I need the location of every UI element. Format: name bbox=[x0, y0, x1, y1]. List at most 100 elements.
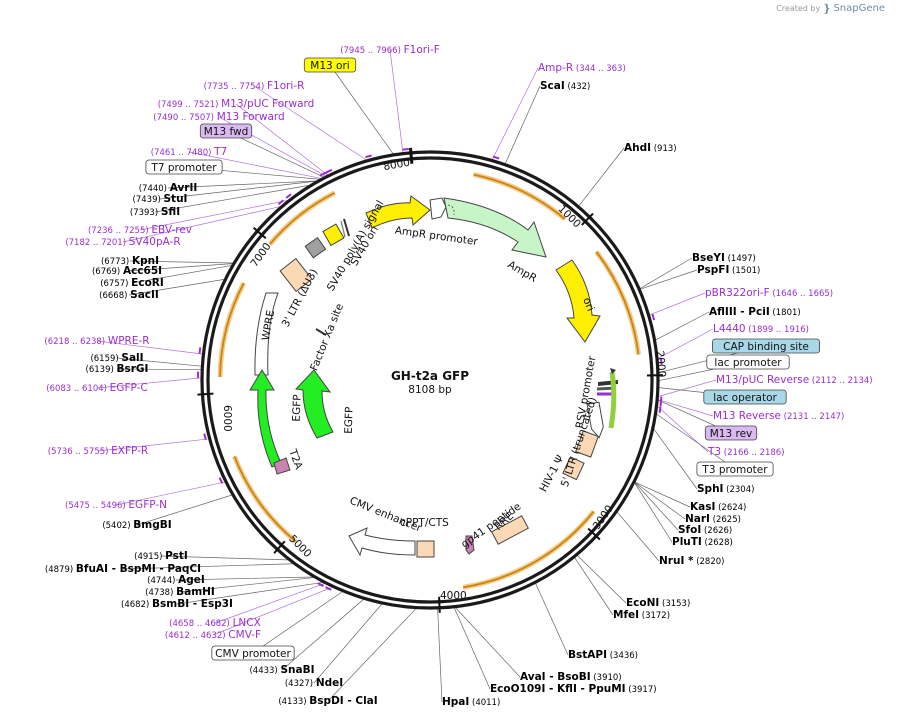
label-cmv-f[interactable]: (4612 .. 4632) CMV-F bbox=[165, 629, 261, 641]
label-egfp-n[interactable]: (5475 .. 5496) EGFP-N bbox=[65, 499, 167, 511]
label-ebv-rev[interactable]: (7236 .. 7255) EBV-rev bbox=[88, 224, 192, 236]
label-pos-m13-forward: (7490 .. 7507) bbox=[153, 113, 216, 123]
label-nari[interactable]: NarI (2625) bbox=[685, 513, 741, 525]
label-ahdi[interactable]: AhdI (913) bbox=[624, 142, 677, 154]
label-f1ori-r[interactable]: (7735 .. 7754) F1ori-R bbox=[204, 80, 305, 92]
label-name-l4440: L4440 bbox=[713, 323, 746, 335]
label-pos-psti: (4915) bbox=[134, 552, 165, 562]
label-sv40pa-r[interactable]: (7182 .. 7201) SV40pA-R bbox=[65, 236, 180, 248]
label-text-pspfi: PspFI (1501) bbox=[697, 264, 760, 276]
label-pos-pbr322ori-f: (1646 .. 1665) bbox=[770, 289, 833, 299]
label-name-f1ori-r: F1ori-R bbox=[267, 80, 304, 92]
label-snabi[interactable]: (4433) SnaBI bbox=[249, 664, 314, 676]
label-bmgbi[interactable]: (5402) BmgBI bbox=[102, 519, 171, 531]
label-pbr322ori-f[interactable]: pBR322ori-F (1646 .. 1665) bbox=[705, 287, 833, 299]
label-pspfi[interactable]: PspFI (1501) bbox=[697, 264, 760, 276]
label-econi[interactable]: EcoNI (3153) bbox=[626, 597, 690, 609]
label-mfei[interactable]: MfeI (3172) bbox=[613, 609, 670, 621]
primer-mark-exfp-r bbox=[203, 433, 207, 440]
label-m13-rev[interactable]: M13 rev bbox=[704, 425, 758, 441]
label-pos-sphi: (2304) bbox=[723, 485, 754, 495]
label-ecori[interactable]: (6757) EcoRI bbox=[100, 277, 164, 289]
label-stui[interactable]: (7439) StuI bbox=[133, 193, 188, 205]
label-m13puc-rev[interactable]: M13/pUC Reverse (2112 .. 2134) bbox=[716, 374, 873, 386]
label-lncx[interactable]: (4658 .. 4682) LNCX bbox=[169, 617, 261, 629]
leader-f1ori-r bbox=[253, 85, 367, 161]
tick-mark-6000 bbox=[197, 392, 214, 396]
label-pluti[interactable]: PluTI (2628) bbox=[672, 536, 733, 548]
label-cap-site[interactable]: CAP binding site bbox=[712, 338, 821, 354]
label-lac-promoter[interactable]: lac promoter bbox=[706, 354, 790, 370]
label-bstapi[interactable]: BstAPI (3436) bbox=[568, 649, 638, 661]
label-pos-aflIII: (1801) bbox=[770, 308, 801, 318]
label-t3-promoter[interactable]: T3 promoter bbox=[696, 461, 774, 477]
label-scai[interactable]: ScaI (432) bbox=[540, 80, 590, 92]
label-sfoi[interactable]: SfoI (2626) bbox=[678, 524, 732, 536]
label-avai[interactable]: AvaI - BsoBI (3910) bbox=[520, 671, 622, 683]
leader-bamhi bbox=[179, 577, 315, 593]
label-psti[interactable]: (4915) PstI bbox=[134, 550, 188, 562]
label-bsrgi[interactable]: (6139) BsrGI bbox=[86, 363, 149, 375]
snapgene-logo-icon: ❵ bbox=[822, 2, 832, 15]
label-text-bsmbi: (4682) BsmBI - Esp3I bbox=[121, 598, 233, 610]
leader-cmv-promoter bbox=[252, 591, 343, 654]
leader-kpni bbox=[129, 260, 234, 264]
label-l4440[interactable]: L4440 (1899 .. 1916) bbox=[713, 323, 809, 335]
label-sfii[interactable]: (7393) SfiI bbox=[130, 206, 180, 218]
label-t7-promoter-l[interactable]: T7 promoter bbox=[145, 159, 223, 175]
label-aflIII[interactable]: AflIII - PciI (1801) bbox=[709, 306, 801, 318]
label-agei[interactable]: (4744) AgeI bbox=[147, 574, 205, 586]
label-acc65i[interactable]: (6769) Acc65I bbox=[92, 265, 162, 277]
label-text-avrii: (7440) AvrII bbox=[139, 182, 198, 194]
label-m13-ori[interactable]: M13 ori bbox=[303, 57, 357, 73]
label-sphi[interactable]: SphI (2304) bbox=[697, 483, 754, 495]
label-t3[interactable]: T3 (2166 .. 2186) bbox=[707, 446, 785, 458]
label-f1ori-f[interactable]: (7945 .. 7966) F1ori-F bbox=[340, 44, 440, 56]
label-wpre-r[interactable]: (6218 .. 6238) WPRE-R bbox=[44, 335, 149, 347]
label-name-avrii: AvrII bbox=[170, 182, 198, 194]
label-m13puc-fwd[interactable]: (7499 .. 7521) M13/pUC Forward bbox=[158, 98, 315, 110]
label-name-pspfi: PspFI bbox=[697, 264, 729, 276]
label-avrii[interactable]: (7440) AvrII bbox=[139, 182, 198, 194]
plasmid-name: GH-t2a GFP bbox=[391, 369, 469, 383]
leader-bmgbi bbox=[136, 494, 233, 526]
tick-8000: 8000 bbox=[383, 157, 411, 173]
label-text-t7: (7461 .. 7480) T7 bbox=[151, 146, 228, 158]
label-box-m13-rev bbox=[704, 425, 758, 441]
label-m13-forward[interactable]: (7490 .. 7507) M13 Forward bbox=[153, 111, 284, 123]
label-bspdi[interactable]: (4133) BspDI - ClaI bbox=[278, 695, 377, 707]
label-bamhi[interactable]: (4738) BamHI bbox=[145, 586, 215, 598]
leader-mfei bbox=[574, 557, 614, 616]
primer-mark-t3 bbox=[658, 406, 662, 413]
label-sali[interactable]: (6159) SalI bbox=[90, 352, 143, 364]
label-cmv-promoter[interactable]: CMV promoter bbox=[211, 645, 295, 661]
orf-arcs bbox=[217, 172, 641, 590]
label-t7[interactable]: (7461 .. 7480) T7 bbox=[151, 146, 228, 158]
label-hpai[interactable]: HpaI (4011) bbox=[442, 696, 500, 708]
label-bseyi[interactable]: BseYI (1497) bbox=[692, 252, 756, 264]
label-exfp-r[interactable]: (5736 .. 5755) EXFP-R bbox=[48, 445, 148, 457]
leader-ebv-rev bbox=[139, 199, 289, 231]
label-kasi[interactable]: KasI (2624) bbox=[690, 501, 746, 513]
label-text-sfii: (7393) SfiI bbox=[130, 206, 180, 218]
label-text-agei: (4744) AgeI bbox=[147, 574, 205, 586]
label-kpni[interactable]: (6773) KpnI bbox=[101, 255, 159, 267]
label-bsmbi[interactable]: (4682) BsmBI - Esp3I bbox=[121, 598, 233, 610]
label-bfuai[interactable]: (4879) BfuAI - BspMI - PaqCI bbox=[45, 563, 201, 575]
label-ndei[interactable]: (4327) NdeI bbox=[285, 677, 343, 689]
label-name-amp-r: Amp-R bbox=[538, 62, 573, 74]
label-name-f1ori-f: F1ori-F bbox=[404, 44, 440, 56]
label-sacii[interactable]: (6668) SacII bbox=[99, 289, 159, 301]
label-text-f1ori-r: (7735 .. 7754) F1ori-R bbox=[204, 80, 305, 92]
leader-hpai bbox=[437, 608, 443, 703]
label-m13-fwd[interactable]: M13 fwd bbox=[199, 123, 253, 139]
label-eco0109i[interactable]: EcoO109I - KflI - PpuMI (3917) bbox=[490, 683, 657, 695]
label-lac-operator[interactable]: lac operator bbox=[703, 389, 787, 405]
label-m13-reverse[interactable]: M13 Reverse (2131 .. 2147) bbox=[713, 410, 844, 422]
label-egfp-c[interactable]: (6083 .. 6104) EGFP-C bbox=[46, 382, 147, 394]
gp41-box bbox=[465, 535, 475, 555]
primer-mark-pbr322ori-f bbox=[651, 313, 656, 321]
label-nrui[interactable]: NruI * (2820) bbox=[659, 555, 724, 567]
label-name-avai: AvaI - BsoBI bbox=[520, 671, 591, 683]
label-amp-r[interactable]: Amp-R (344 .. 363) bbox=[538, 62, 626, 74]
